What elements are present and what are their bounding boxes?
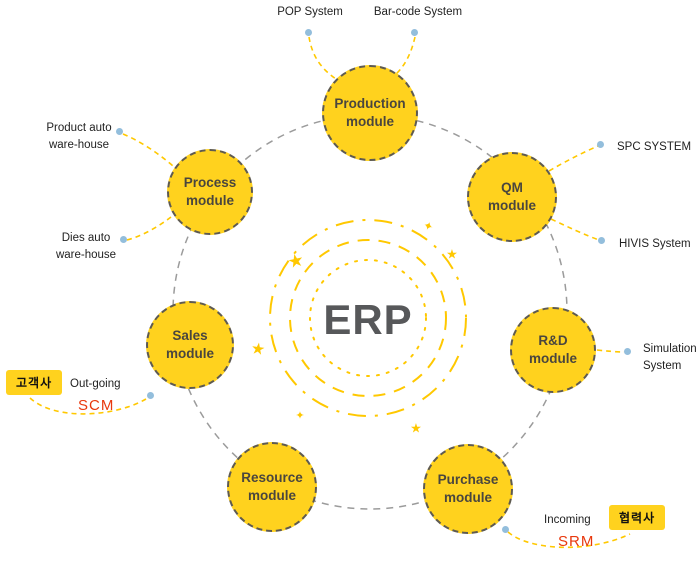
label-incoming: Incoming [544, 514, 591, 526]
center-ring-inner [309, 259, 427, 377]
erp-title: ERP [323, 296, 413, 343]
connector-dot-dies [120, 236, 127, 243]
module-sales: Sales module [146, 301, 234, 389]
module-resource: Resource module [227, 442, 317, 532]
leader-line-simulation [596, 349, 625, 353]
module-purchase: Purchase module [423, 444, 513, 534]
label-srm: SRM [558, 533, 595, 550]
leader-line-pop [308, 36, 337, 80]
label-pop-system: POP System [277, 6, 343, 18]
connector-dot-simulation [624, 348, 631, 355]
customer-badge: 고객사 [6, 370, 63, 395]
star-icon: ★ [446, 246, 458, 261]
connector-dot-hivis [598, 237, 605, 244]
sparkle-icon: ✦ [421, 218, 435, 235]
leader-line-hivis [550, 218, 600, 241]
label-scm: SCM [78, 397, 115, 414]
leader-line-spc [548, 145, 599, 172]
module-process: Process module [167, 149, 253, 235]
module-qm: QM module [467, 152, 557, 242]
leader-line-srm [507, 531, 631, 549]
star-icon: ★ [410, 420, 422, 435]
connector-dot-spc [597, 141, 604, 148]
leader-line-dies [126, 216, 172, 241]
leader-line-product [122, 133, 174, 167]
center-ring-outer [269, 219, 467, 417]
star-icon: ★ [286, 249, 306, 272]
label-barcode-system: Bar-code System [373, 6, 463, 18]
sparkle-icon: ✦ [295, 410, 304, 422]
star-icon: ★ [250, 340, 267, 359]
label-dies-warehouse: Dies auto ware-house [55, 232, 117, 261]
label-product-warehouse: Product auto ware-house [46, 122, 112, 151]
connector-dot-product [116, 128, 123, 135]
connector-dot-pop [305, 29, 312, 36]
label-outgoing: Out-going [70, 378, 121, 390]
connector-dot-barcode [411, 29, 418, 36]
leader-line-barcode [393, 36, 416, 77]
module-rnd: R&D module [510, 307, 596, 393]
partner-badge: 협력사 [609, 505, 666, 530]
label-hivis-system: HIVIS System [619, 238, 691, 250]
label-spc-system: SPC SYSTEM [617, 141, 692, 153]
module-production: Production module [322, 65, 418, 161]
center-ring-middle [289, 239, 447, 397]
label-simulation-system: Simulation System [643, 343, 697, 372]
connector-dot-outgoing [147, 392, 154, 399]
connector-dot-incoming [502, 526, 509, 533]
leader-line-scm [29, 397, 147, 415]
